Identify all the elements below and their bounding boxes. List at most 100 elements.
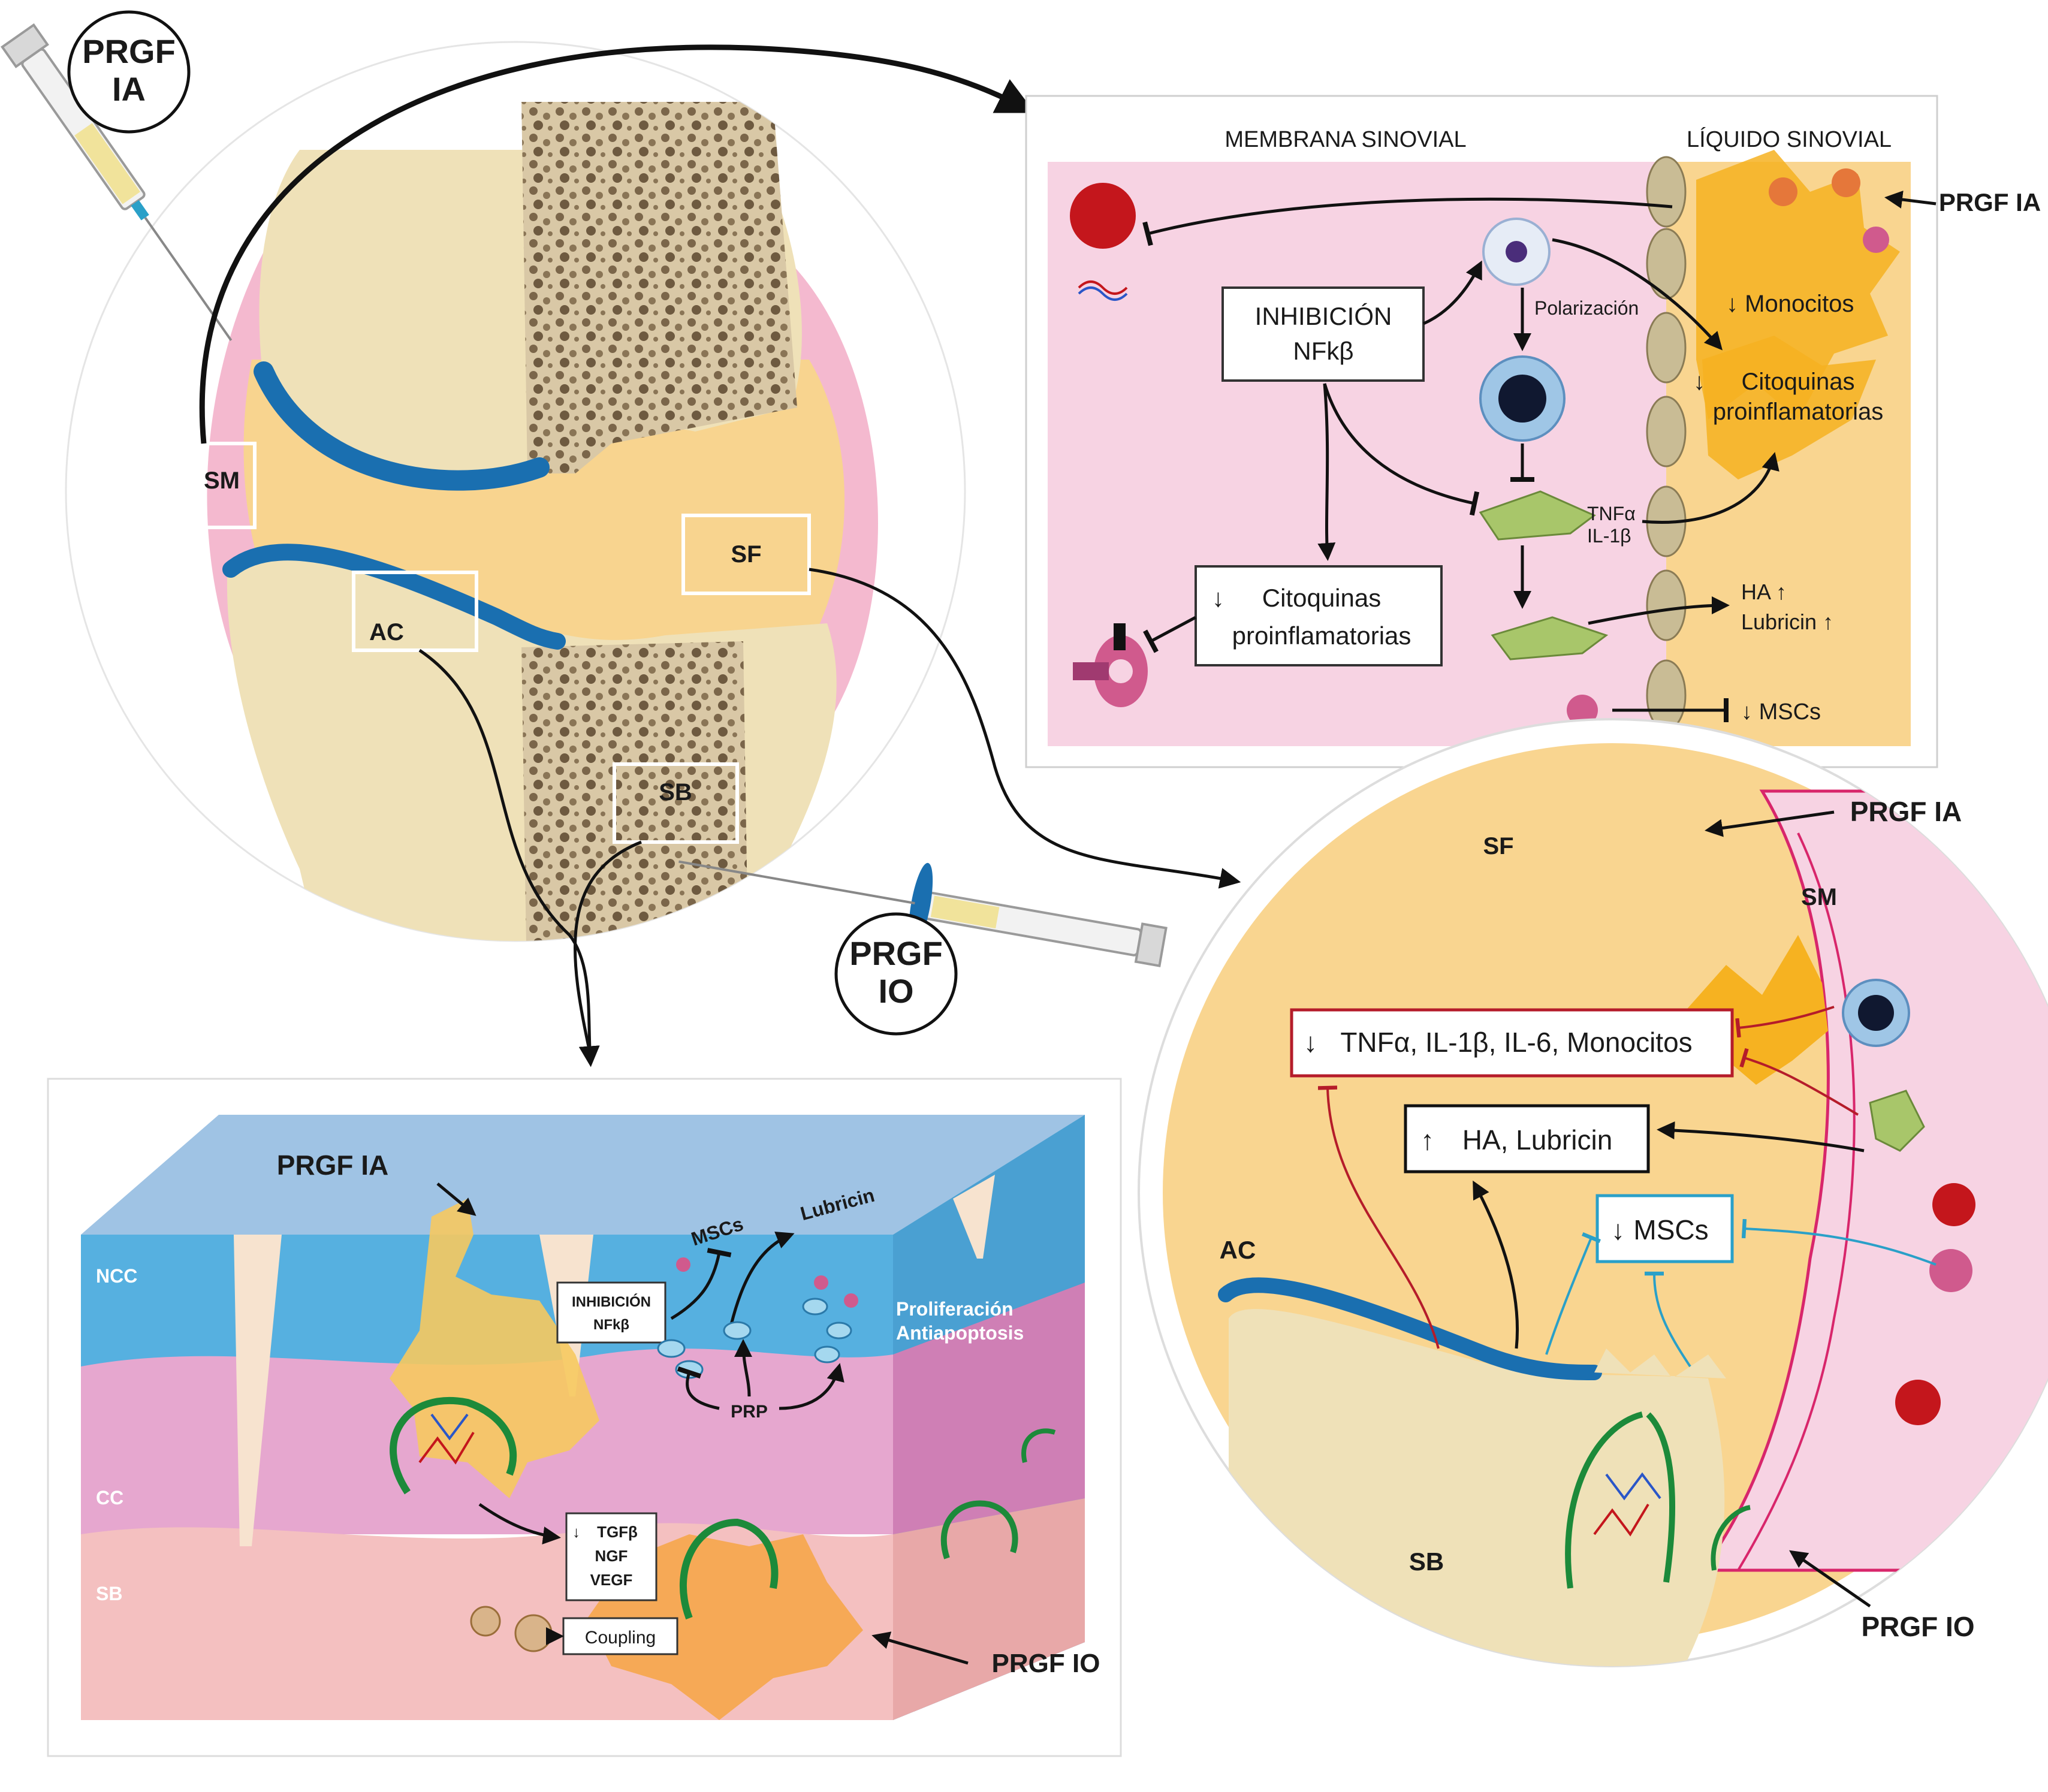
- il1b-label: IL-1β: [1587, 525, 1631, 547]
- arrow-sm-to-synovial-panel: [199, 44, 1035, 444]
- green-channel-icon: [1711, 1505, 1751, 1571]
- fiber-icon: [1078, 286, 1128, 301]
- macrophage-nucleus: [1858, 995, 1894, 1031]
- tnfa-label: TNFα: [1587, 503, 1636, 524]
- svg-text:IA: IA: [112, 70, 146, 108]
- svg-text:PRGF: PRGF: [82, 32, 176, 70]
- arrow-down-glyph: ↓: [1212, 584, 1224, 612]
- region-box-sb[interactable]: SB: [613, 762, 739, 844]
- prgf-ia-pointer: [1705, 810, 1835, 837]
- prp-arrow-up: [734, 1339, 753, 1397]
- citoquinas-box: ↓ Citoquinas proinflamatorias: [1195, 565, 1443, 666]
- arrow-up-glyph: ↑: [1420, 1124, 1434, 1156]
- side-cc: [893, 1283, 1085, 1534]
- tnf-il1-il6-monocitos-box: ↓ TNFα, IL-1β, IL-6, Monocitos: [1290, 1008, 1734, 1078]
- mscs-box: ↓ MSCs: [1595, 1194, 1734, 1263]
- inhibit-line-msc-ac: [1545, 1232, 1601, 1355]
- svg-text:HA, Lubricin: HA, Lubricin: [1462, 1124, 1613, 1156]
- femoral-cartilage: [254, 361, 550, 491]
- prgf-ia-label: PRGF IA: [277, 1150, 389, 1181]
- osteoblast-icon: [514, 1614, 553, 1652]
- inhibit-line-msc-sb: [1644, 1271, 1691, 1368]
- fibroblast-icon: [1479, 490, 1596, 541]
- svg-text:NFkβ: NFkβ: [593, 1317, 629, 1333]
- red-blood-cell-icon: [1070, 183, 1136, 249]
- sb-label: SB: [96, 1583, 122, 1604]
- svg-text:TNFα, IL-1β, IL-6, Monocitos: TNFα, IL-1β, IL-6, Monocitos: [1340, 1027, 1692, 1058]
- region-box-sm[interactable]: SM: [187, 442, 257, 529]
- arrow-nfkb-to-cytokine-box: [1317, 383, 1336, 561]
- arrow-down-glyph: ↓: [1611, 1214, 1625, 1245]
- inhibit-receptor-line: [1143, 616, 1197, 653]
- monocyte-nucleus: [1506, 241, 1527, 263]
- green-channel-icon: [1565, 1411, 1643, 1589]
- prgf-ia-blob: [390, 1199, 599, 1498]
- proliferacion-label: Proliferación: [896, 1298, 1014, 1320]
- arrow-sb-to-block: [574, 840, 642, 1055]
- antiapoptosis-label: Antiapoptosis: [896, 1322, 1024, 1344]
- femur-cancellous-bone: [521, 102, 797, 473]
- syringe-ia: [1, 23, 233, 342]
- svg-text:IO: IO: [878, 972, 913, 1010]
- fibroblast-icon: [1491, 616, 1609, 660]
- arrow-tnf-to-cytokines: [1642, 452, 1779, 524]
- arrow-sf-to-joint-circle: [809, 568, 1241, 889]
- arrow-monocyte-to-cytokines: [1552, 238, 1723, 351]
- block-top-face: [81, 1115, 1085, 1235]
- arrow-fibroblast-to-ha: [1657, 1121, 1865, 1153]
- svg-text:SF: SF: [731, 541, 761, 568]
- ha-lubricin-box: ↑ HA, Lubricin: [1404, 1104, 1650, 1173]
- svg-text:MSCs: MSCs: [1633, 1214, 1708, 1245]
- green-channel-icon: [390, 1396, 517, 1495]
- inhibition-nfkb-box: INHIBICIÓN NFkβ: [1221, 286, 1425, 382]
- vessel-icon: [418, 1431, 475, 1465]
- receptor-icon: [1073, 623, 1148, 707]
- header-membrana-sinovial: MEMBRANA SINOVIAL: [1224, 127, 1466, 152]
- sb-label: SB: [1409, 1547, 1444, 1576]
- prp-inhibit-line: [677, 1366, 720, 1410]
- vessel-icon: [1593, 1503, 1649, 1537]
- inhibit-msc-line: [670, 1248, 732, 1320]
- svg-text:AC: AC: [369, 619, 404, 645]
- inhibit-line-cartilage: [1317, 1085, 1440, 1349]
- chondrocyte-cluster: [657, 1257, 858, 1379]
- articular-cartilage: [1218, 1277, 1602, 1380]
- msc-icon: [1929, 1249, 1972, 1292]
- green-channel-icon: [1021, 1428, 1056, 1463]
- arrow-down-glyph: ↓: [1304, 1027, 1317, 1058]
- arrow-vessel-to-factors: [478, 1503, 561, 1544]
- citoquinas-right-line2: proinflamatorias: [1713, 399, 1884, 425]
- svg-text:INHIBICIÓN: INHIBICIÓN: [1255, 302, 1392, 330]
- joint-circle: SF SM PRGF IA ↓ TNFα, IL-1β, IL-6, Monoc…: [1138, 718, 2048, 1667]
- arrow-ac-to-block: [418, 648, 600, 1067]
- ncc-label: NCC: [96, 1265, 137, 1287]
- prgf-ia-label: PRGF IA: [1939, 188, 2041, 216]
- platelet-icon: [1863, 227, 1889, 253]
- svg-text:NFkβ: NFkβ: [1293, 337, 1353, 365]
- cartilage-fissure: [953, 1175, 995, 1259]
- tibial-cartilage: [222, 544, 566, 650]
- arrow-cartilage-to-ha: [1473, 1180, 1519, 1349]
- prgf-io-label: PRGF IO: [1861, 1611, 1974, 1642]
- region-box-sf[interactable]: SF: [681, 514, 811, 595]
- svg-text:NGF: NGF: [595, 1547, 628, 1565]
- prgf-io-pointer: [1789, 1550, 1871, 1608]
- side-sb: [893, 1498, 1085, 1720]
- subchondral-bone: [1229, 1309, 1725, 1666]
- prgf-io-label: PRGF IO: [992, 1649, 1100, 1678]
- arrow-nfkb-to-monocyte: [1422, 260, 1482, 325]
- platelet-icon: [1832, 168, 1860, 197]
- vessel-icon: [1605, 1472, 1661, 1501]
- svg-text:SM: SM: [204, 467, 240, 494]
- svg-text:PRGF: PRGF: [849, 934, 943, 972]
- green-channel-icon: [1646, 1412, 1675, 1583]
- region-box-ac[interactable]: AC: [352, 571, 478, 652]
- prp-label: PRP: [731, 1402, 768, 1422]
- prgf-ia-badge: PRGF IA: [67, 10, 191, 134]
- fiber-icon: [1078, 280, 1128, 295]
- citoquinas-right-line1: Citoquinas: [1741, 369, 1854, 395]
- green-channel-icon: [940, 1500, 1018, 1559]
- msc-icon: [1567, 695, 1598, 726]
- inhibit-red-cell-line: [1142, 197, 1673, 246]
